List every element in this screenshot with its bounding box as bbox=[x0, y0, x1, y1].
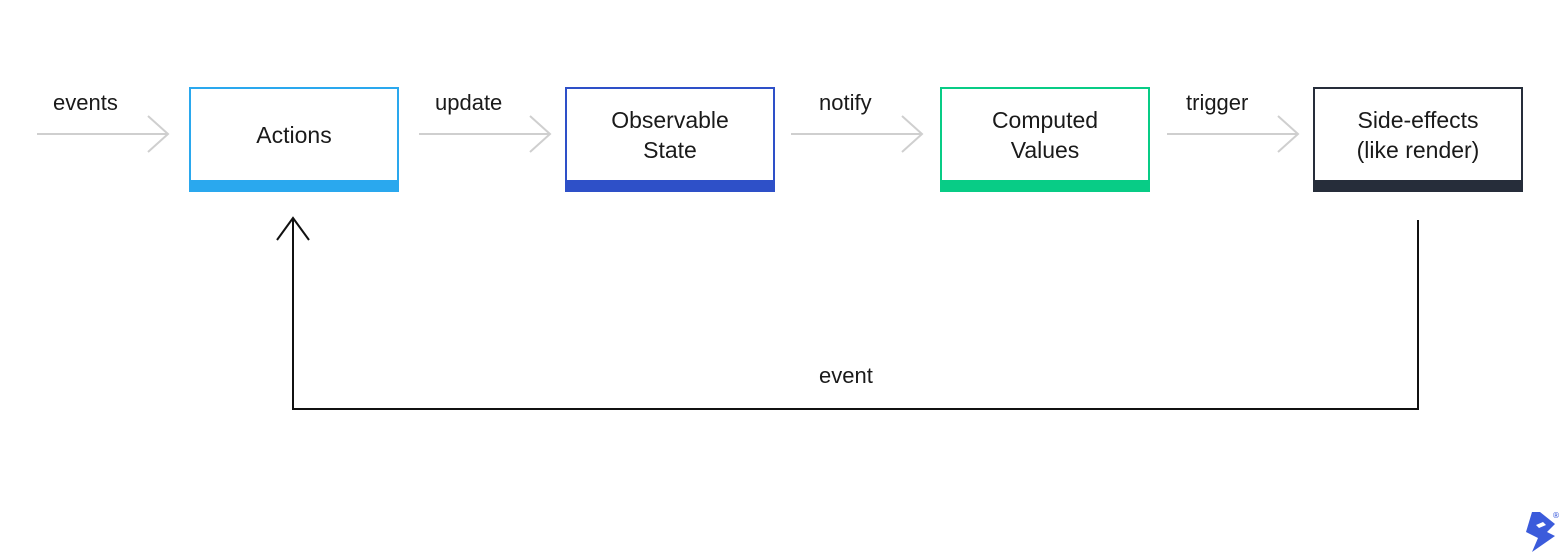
flow-arrow-events bbox=[37, 115, 170, 153]
node-label: Observable State bbox=[611, 106, 729, 163]
flow-arrow-trigger bbox=[1167, 115, 1300, 153]
edge-label-events: events bbox=[53, 90, 118, 115]
flow-arrow-update bbox=[419, 115, 552, 153]
edge-label-event: event bbox=[819, 363, 873, 388]
flow-arrow-notify bbox=[791, 115, 924, 153]
node-label: Actions bbox=[256, 121, 332, 148]
node-label: Computed Values bbox=[991, 106, 1099, 163]
node-actions: Actions bbox=[189, 87, 399, 192]
toptal-logo-icon: ® bbox=[1526, 511, 1560, 552]
edge-label-notify: notify bbox=[819, 90, 872, 115]
edge-label-update: update bbox=[435, 90, 503, 115]
edge-label-trigger: trigger bbox=[1186, 90, 1249, 115]
node-side-effects: Side-effects (like render) bbox=[1313, 87, 1523, 192]
svg-text:®: ® bbox=[1552, 511, 1560, 520]
feedback-arrow-event bbox=[276, 216, 1419, 410]
node-computed-values: Computed Values bbox=[940, 87, 1150, 192]
node-label: Side-effects (like render) bbox=[1356, 106, 1480, 163]
node-observable-state: Observable State bbox=[565, 87, 775, 192]
